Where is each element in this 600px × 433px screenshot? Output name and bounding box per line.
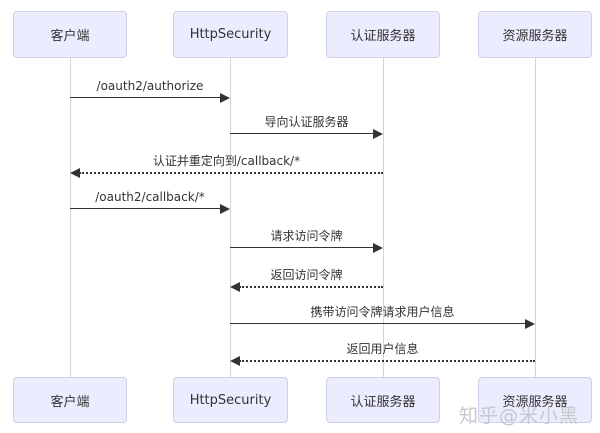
arrowhead-right-icon xyxy=(220,92,230,103)
message-label: /oauth2/callback/* xyxy=(95,190,205,204)
actor-label: HttpSecurity xyxy=(189,27,272,42)
arrowhead-right-icon xyxy=(220,203,230,214)
arrowhead-left-icon xyxy=(70,167,80,178)
actor-top-resource-server: 资源服务器 xyxy=(478,11,592,58)
lifeline-auth-server xyxy=(383,58,384,377)
message-line xyxy=(239,360,535,362)
message-label: 认证并重定向到/callback/* xyxy=(152,154,301,168)
message-line xyxy=(230,247,374,248)
message-label: 导向认证服务器 xyxy=(264,115,349,129)
actor-bottom-resource-server: 资源服务器 xyxy=(478,377,592,423)
arrowhead-left-icon xyxy=(230,355,240,366)
actor-top-httpsecurity: HttpSecurity xyxy=(173,11,288,58)
message-label: 返回用户信息 xyxy=(346,342,419,356)
message-label: /oauth2/authorize xyxy=(96,79,204,93)
arrowhead-right-icon xyxy=(525,318,535,329)
actor-top-auth-server: 认证服务器 xyxy=(326,11,440,58)
message-request-access-token: 请求访问令牌 xyxy=(230,229,383,253)
actor-bottom-httpsecurity: HttpSecurity xyxy=(173,377,288,423)
message-label: 返回访问令牌 xyxy=(270,268,343,282)
actor-bottom-client: 客户端 xyxy=(13,377,127,423)
actor-label: 客户端 xyxy=(50,29,90,44)
actor-label: HttpSecurity xyxy=(189,392,272,408)
actor-bottom-auth-server: 认证服务器 xyxy=(326,377,440,423)
message-line xyxy=(79,172,383,174)
actor-label: 客户端 xyxy=(50,394,90,410)
zhihu-watermark: 知乎@米小黑 xyxy=(459,405,580,427)
actor-label: 认证服务器 xyxy=(350,29,416,44)
actor-top-client: 客户端 xyxy=(13,11,127,58)
message-return-access-token: 返回访问令牌 xyxy=(230,268,383,292)
message-line xyxy=(230,133,374,134)
actor-label: 认证服务器 xyxy=(350,394,416,410)
message-label: 携带访问令牌请求用户信息 xyxy=(310,305,455,319)
actor-label: 资源服务器 xyxy=(502,394,568,410)
message-return-user-info: 返回用户信息 xyxy=(230,342,535,366)
message-label: 请求访问令牌 xyxy=(270,229,343,243)
message-line xyxy=(230,323,526,324)
message-line xyxy=(70,97,221,98)
message-line xyxy=(70,208,221,209)
message-redirect-to-auth: 导向认证服务器 xyxy=(230,115,383,139)
lifeline-client xyxy=(70,58,71,377)
message-oauth2-authorize: /oauth2/authorize xyxy=(70,79,230,103)
arrowhead-left-icon xyxy=(230,281,240,292)
message-oauth2-callback: /oauth2/callback/* xyxy=(70,190,230,214)
actor-label: 资源服务器 xyxy=(502,29,568,44)
message-request-user-info-with-token: 携带访问令牌请求用户信息 xyxy=(230,305,535,329)
arrowhead-right-icon xyxy=(373,128,383,139)
lifeline-resource-server xyxy=(535,58,536,377)
message-auth-redirect-callback: 认证并重定向到/callback/* xyxy=(70,154,383,178)
arrowhead-right-icon xyxy=(373,242,383,253)
message-line xyxy=(239,286,383,288)
lifeline-httpsecurity xyxy=(230,58,231,377)
